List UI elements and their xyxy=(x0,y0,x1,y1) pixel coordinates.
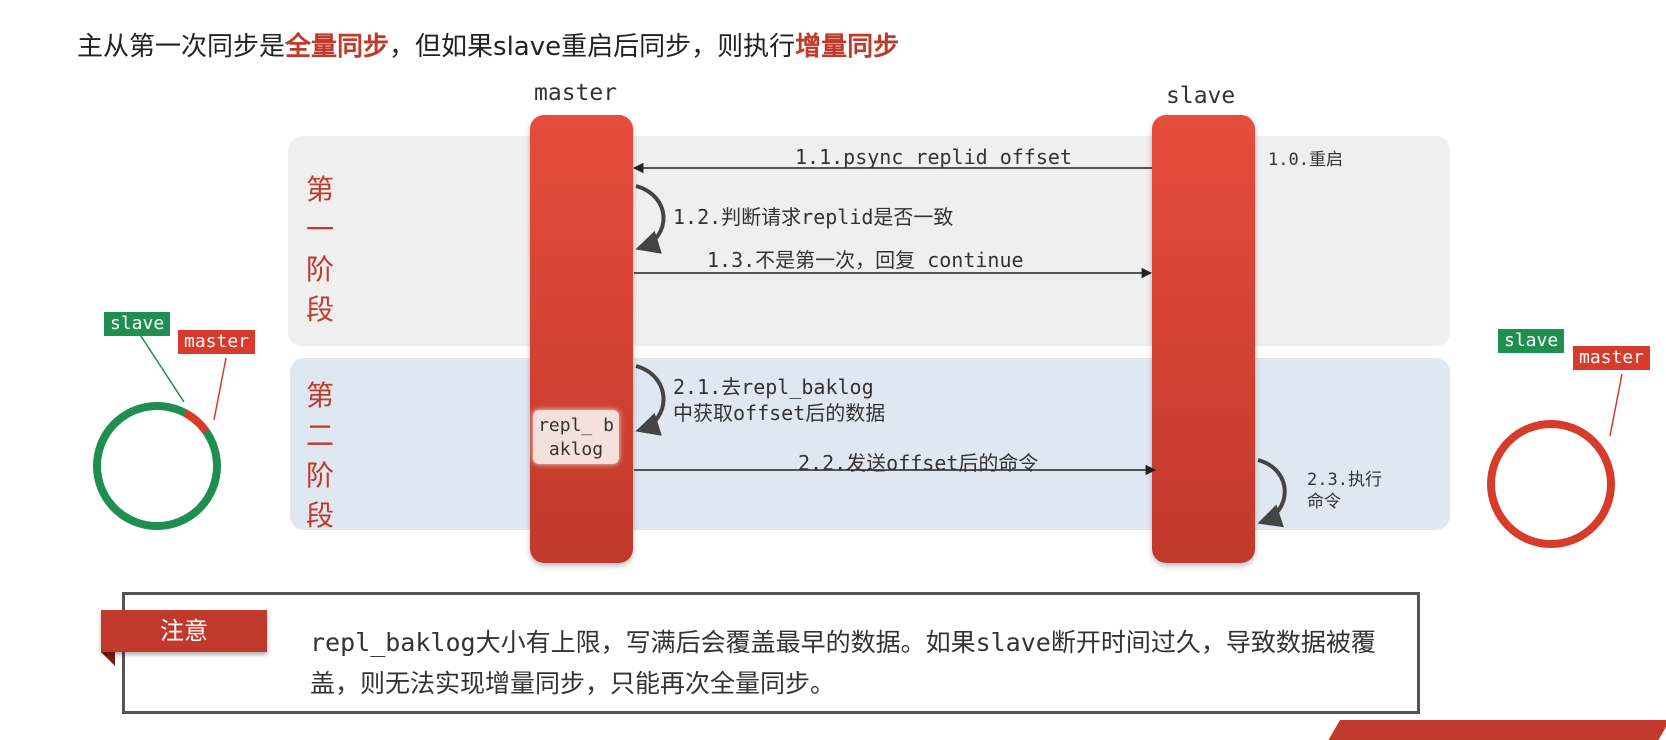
phase2-label: 第二阶段 xyxy=(305,379,334,532)
slave-lifeline xyxy=(1152,115,1255,563)
step-1-3-label: 1.3.不是第一次，回复 continue xyxy=(707,248,1024,272)
phase1-label: 第一阶段 xyxy=(305,173,334,326)
slave-title: slave xyxy=(1166,83,1236,109)
title-incremental-sync: 增量同步 xyxy=(795,32,900,62)
loop-read-backlog xyxy=(635,364,666,436)
notice-tag-fold xyxy=(101,652,115,666)
left-ring-slave-pointer xyxy=(136,329,185,403)
left-ring-slave-segment xyxy=(93,402,221,530)
title-prefix: 主从第一次同步是 xyxy=(77,32,286,62)
step-2-3-line2: 命令 xyxy=(1307,492,1341,512)
step-2-1-line1: 2.1.去repl_baklog xyxy=(673,375,874,399)
title-middle: ，但如果slave重启后同步，则执行 xyxy=(389,32,796,62)
master-title: master xyxy=(534,80,618,106)
title-full-sync: 全量同步 xyxy=(285,32,390,62)
right-ring-master-tag: master xyxy=(1573,346,1651,370)
notice-tag: 注意 xyxy=(101,610,267,652)
step-2-3-line1: 2.3.执行 xyxy=(1307,470,1382,490)
corner-decoration-band xyxy=(1328,720,1666,740)
step-2-1-line2: 中获取offset后的数据 xyxy=(673,401,886,425)
step-2-3-label: 2.3.执行 命令 xyxy=(1307,469,1382,513)
step-2-1-label: 2.1.去repl_baklog 中获取offset后的数据 xyxy=(673,374,885,426)
left-ring-master-segment xyxy=(93,402,221,530)
step-1-1-label: 1.1.psync replid offset xyxy=(795,145,1072,169)
left-ring-slave-tag: slave xyxy=(104,312,171,336)
master-lifeline xyxy=(530,115,633,563)
page-title: 主从第一次同步是全量同步，但如果slave重启后同步，则执行增量同步 xyxy=(77,26,899,63)
step-2-2-label: 2.2.发送offset后的命令 xyxy=(798,451,1039,475)
loop-execute-commands xyxy=(1257,458,1287,528)
phase2-panel xyxy=(290,358,1450,530)
right-ring-slave-tag: slave xyxy=(1498,329,1565,353)
right-ring-master-pointer xyxy=(1609,373,1623,437)
loop-check-replid xyxy=(635,184,666,254)
notice-box xyxy=(122,592,1420,714)
step-1-2-label: 1.2.判断请求replid是否一致 xyxy=(673,205,954,229)
left-ring-master-pointer xyxy=(213,357,227,421)
repl-backlog-box: repl_ baklog xyxy=(533,410,619,464)
notice-text: repl_baklog大小有上限，写满后会覆盖最早的数据。如果slave断开时间… xyxy=(310,628,1376,698)
left-ring-master-tag: master xyxy=(178,330,256,354)
phase1-panel xyxy=(288,136,1450,346)
right-ring xyxy=(1487,420,1615,548)
step-1-0-label: 1.0.重启 xyxy=(1268,150,1343,170)
